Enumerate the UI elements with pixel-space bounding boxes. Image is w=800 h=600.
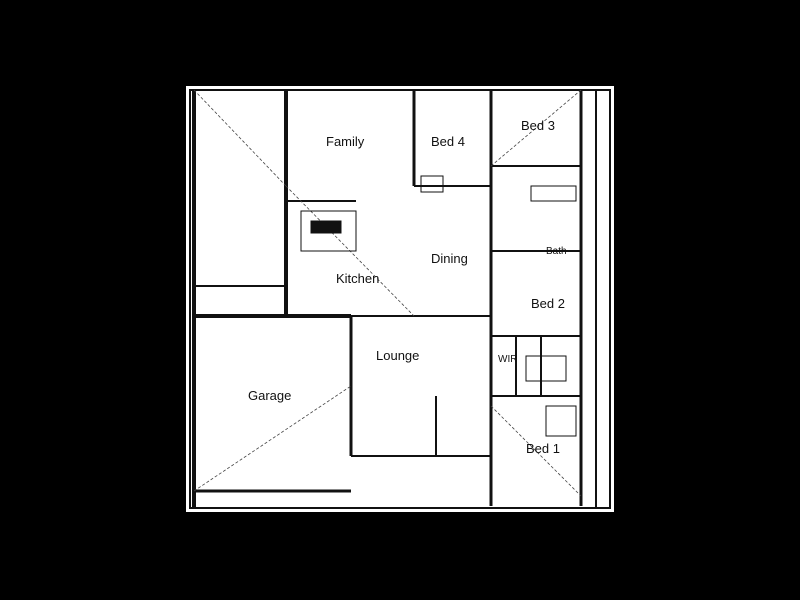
- room-bed2: Bed 2: [531, 296, 565, 311]
- room-bed3: Bed 3: [521, 118, 555, 133]
- room-wir: WIR: [498, 354, 518, 365]
- ceiling-line: [193, 89, 287, 187]
- outer-wall: [189, 89, 611, 509]
- room-kitchen: Kitchen: [336, 271, 380, 286]
- bath-tub: [525, 355, 567, 382]
- kitchen-bench: [300, 210, 357, 252]
- floor-plan-drawing: [189, 89, 611, 509]
- room-bath: Bath: [546, 246, 567, 257]
- room-garage: Garage: [248, 388, 292, 403]
- ceiling-line: [490, 405, 582, 497]
- stove: [310, 220, 342, 234]
- room-lounge: Lounge: [376, 348, 420, 363]
- floor-plan: Family Bed 4 Bed 3 Bed 2 Kitchen Dining …: [186, 86, 614, 512]
- room-bed1: Bed 1: [526, 441, 560, 456]
- ceiling-line: [193, 385, 352, 492]
- vanity: [530, 185, 577, 202]
- toilet: [420, 175, 444, 193]
- room-family: Family: [326, 134, 365, 149]
- room-bed4: Bed 4: [431, 134, 465, 149]
- shower: [545, 405, 577, 437]
- room-dining: Dining: [431, 251, 468, 266]
